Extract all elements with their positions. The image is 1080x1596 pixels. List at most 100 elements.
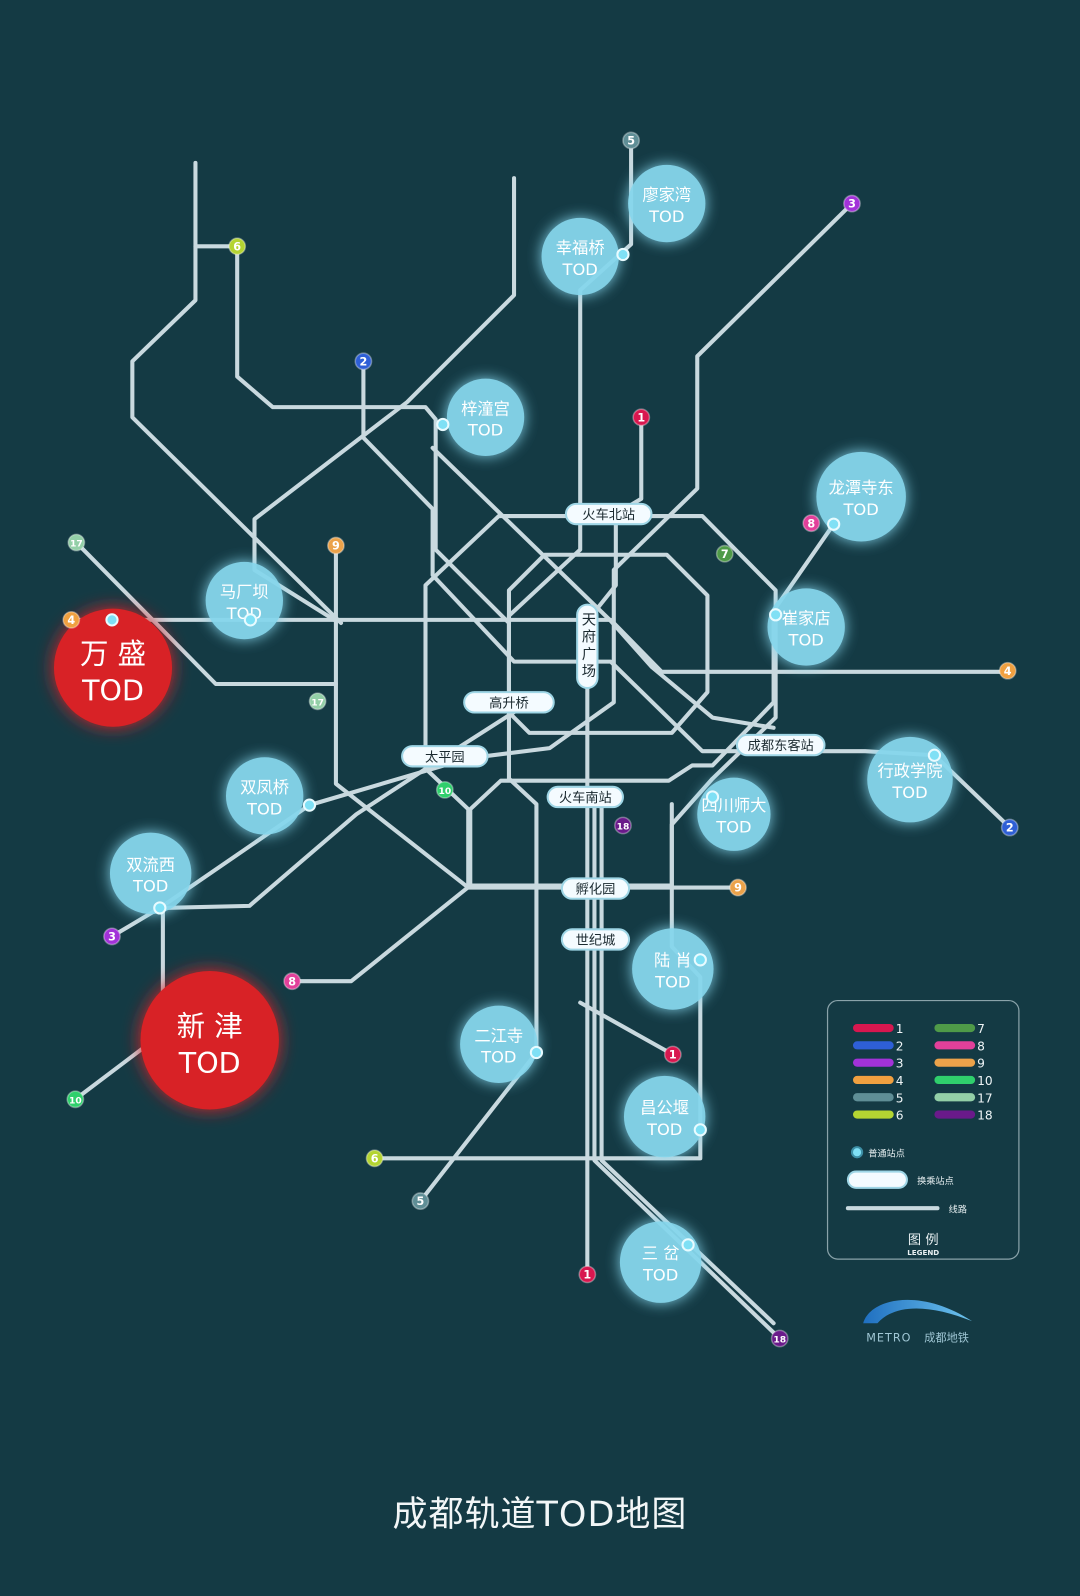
line-badge-circle xyxy=(365,1149,384,1168)
line-badge-3: 3 xyxy=(843,194,861,213)
line-badge-number: 1 xyxy=(669,1049,677,1062)
legend-swatch xyxy=(852,1041,894,1050)
legend-swatch xyxy=(852,1058,894,1067)
line-badge-circle xyxy=(62,610,81,629)
interchange-label: 火车北站 xyxy=(582,506,635,523)
tod-site-name: 双凤桥 xyxy=(240,778,289,797)
interchange-pill xyxy=(401,745,489,768)
tod-site-name: 梓潼宫 xyxy=(461,399,510,418)
line-badge-circle xyxy=(283,972,302,991)
track-line xyxy=(372,802,703,1161)
legend-swatch xyxy=(852,1110,894,1119)
legend-swatch xyxy=(934,1023,976,1033)
legend-line-number: 3 xyxy=(896,1057,904,1071)
line-badge-circle xyxy=(67,533,86,552)
metro-logo: METRO 成都地铁 xyxy=(863,1299,973,1345)
interchange-label: 火车南站 xyxy=(559,789,612,806)
line-badge-circle xyxy=(729,878,747,897)
interchange-label: 成都东客站 xyxy=(748,737,814,754)
legend-frame xyxy=(826,999,1020,1260)
station-dot xyxy=(616,247,630,262)
line-badge-number: 9 xyxy=(332,540,340,553)
interchange-station: 成都东客站 xyxy=(735,733,826,757)
line-badge-5: 5 xyxy=(622,131,641,150)
tod-site-name: 龙潭寺东 xyxy=(829,479,894,498)
tod-site-name: 廖家湾 xyxy=(642,186,691,205)
legend-line-number: 8 xyxy=(977,1039,985,1053)
track-line xyxy=(506,552,710,735)
interchange-label: 太平园 xyxy=(425,749,465,765)
legend-route-label: 线路 xyxy=(949,1203,967,1215)
tod-site-suffix: TOD xyxy=(642,1265,678,1284)
legend-item-line-1: 1 xyxy=(852,1022,904,1036)
line-badge-18: 18 xyxy=(614,816,632,835)
line-badge-10: 10 xyxy=(66,1090,85,1109)
line-badge-number: 6 xyxy=(371,1152,379,1165)
legend-item-line-18: 18 xyxy=(934,1109,993,1123)
legend-interchange-icon xyxy=(846,1170,908,1189)
line-badge-circle xyxy=(614,816,632,835)
tod-bubble xyxy=(623,1075,706,1158)
legend-swatch xyxy=(934,1075,976,1085)
line-badge-circle xyxy=(435,780,454,799)
line-badge-number: 6 xyxy=(233,240,241,253)
tod-bubble xyxy=(619,1221,702,1303)
line-badge-2: 2 xyxy=(1000,818,1019,837)
legend-swatch xyxy=(934,1058,976,1067)
legend-item-line-5: 5 xyxy=(852,1091,904,1105)
legend-swatch xyxy=(852,1093,894,1102)
tod-bubble xyxy=(632,928,714,1010)
station-dot xyxy=(302,798,317,812)
tod-bubble-highlight xyxy=(53,608,173,727)
line-badge-18: 18 xyxy=(770,1329,789,1348)
tod-site-name: 三 岔 xyxy=(642,1244,680,1263)
tod-bubble xyxy=(460,1005,538,1083)
line-badge-circle xyxy=(1000,818,1019,837)
line-badge-1: 1 xyxy=(578,1265,597,1284)
legend-item-line-6: 6 xyxy=(852,1109,904,1123)
line-badge-circle xyxy=(308,692,327,711)
tod-bubble xyxy=(541,217,619,296)
legend-item-line-4: 4 xyxy=(852,1074,904,1088)
tod-site-name: 万 盛 xyxy=(80,638,146,671)
line-badge-number: 8 xyxy=(807,517,815,530)
line-badge-circle xyxy=(228,237,247,256)
line-badge-4: 4 xyxy=(998,661,1017,680)
tod-site-suffix: TOD xyxy=(843,500,879,519)
line-badge-number: 18 xyxy=(617,822,630,833)
line-badge-4: 4 xyxy=(62,610,81,629)
legend-line-number: 17 xyxy=(977,1091,993,1105)
tod-bubble xyxy=(205,561,283,640)
tod-site-suffix: TOD xyxy=(132,877,168,896)
interchange-pill xyxy=(560,928,631,951)
tod-site-name: 二江寺 xyxy=(474,1026,523,1045)
line-badge-1: 1 xyxy=(632,408,651,427)
station-dot xyxy=(705,790,720,804)
interchange-station: 火车南站 xyxy=(546,785,624,809)
line-badge-1: 1 xyxy=(663,1045,682,1064)
line-badge-circle xyxy=(66,1090,85,1109)
line-badge-6: 6 xyxy=(365,1149,384,1168)
line-badge-number: 10 xyxy=(69,1095,82,1106)
line-badge-8: 8 xyxy=(802,514,821,533)
legend-line-number: 6 xyxy=(896,1109,904,1123)
tod-site-suffix: TOD xyxy=(562,260,598,279)
tod-site-name: 陆 肖 xyxy=(654,951,692,970)
legend-line-number: 10 xyxy=(977,1074,993,1088)
track-lines xyxy=(69,140,1012,1341)
legend-line-number: 9 xyxy=(977,1057,985,1071)
line-badge-circle xyxy=(411,1192,430,1210)
interchange-pill xyxy=(546,785,624,809)
legend-item-line-8: 8 xyxy=(934,1039,985,1053)
tod-site-name: 昌公堰 xyxy=(640,1099,689,1118)
tod-site-suffix: TOD xyxy=(788,630,824,649)
interchange-station: 世纪城 xyxy=(560,928,631,951)
interchange-label: 孵化园 xyxy=(576,882,616,898)
